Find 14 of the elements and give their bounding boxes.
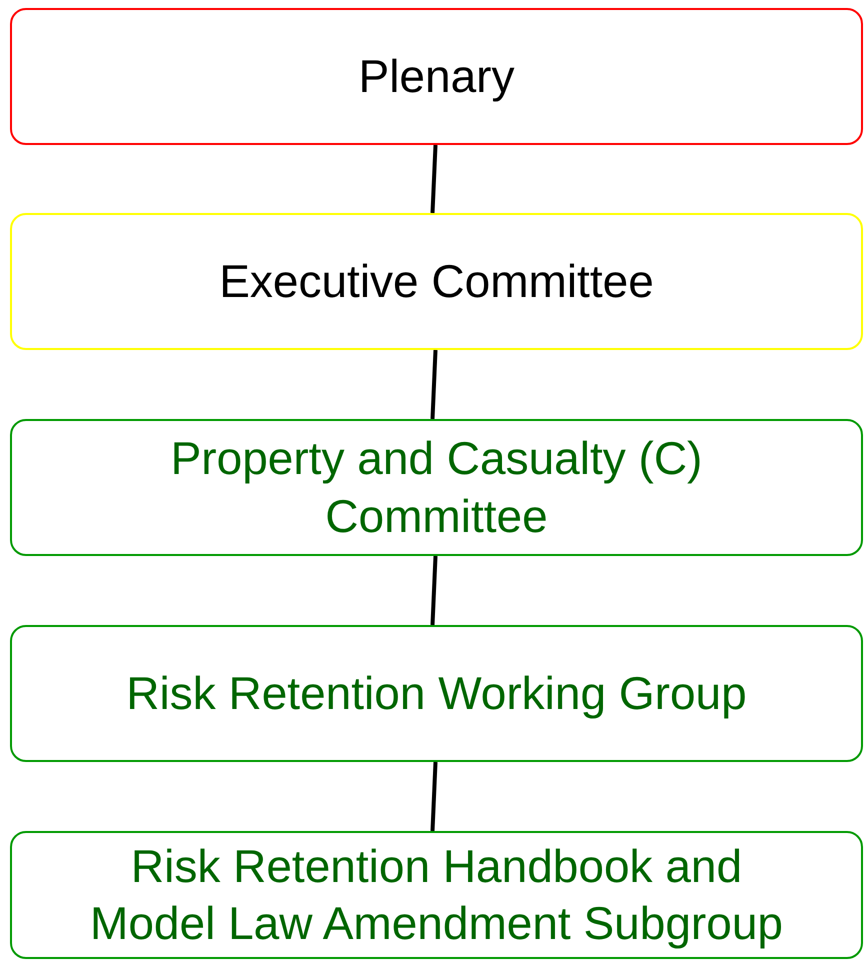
connector-line: [430, 350, 438, 420]
org-box: [10, 213, 863, 350]
connector-line: [430, 762, 438, 832]
connector-line: [430, 556, 438, 626]
org-box: [10, 8, 863, 145]
org-box: [10, 831, 863, 959]
box-label: Plenary: [358, 48, 516, 104]
org-box: [10, 419, 863, 556]
box-label: Risk Retention Working Group: [125, 666, 748, 721]
box-label: Property and Casualty (C) Committee: [170, 431, 704, 544]
box-label: Executive Committee: [218, 254, 655, 309]
org-box: [10, 625, 863, 762]
connector-line: [430, 144, 438, 214]
box-label: Risk Retention Handbook and Model Law Amendment Subgroup: [89, 838, 784, 951]
